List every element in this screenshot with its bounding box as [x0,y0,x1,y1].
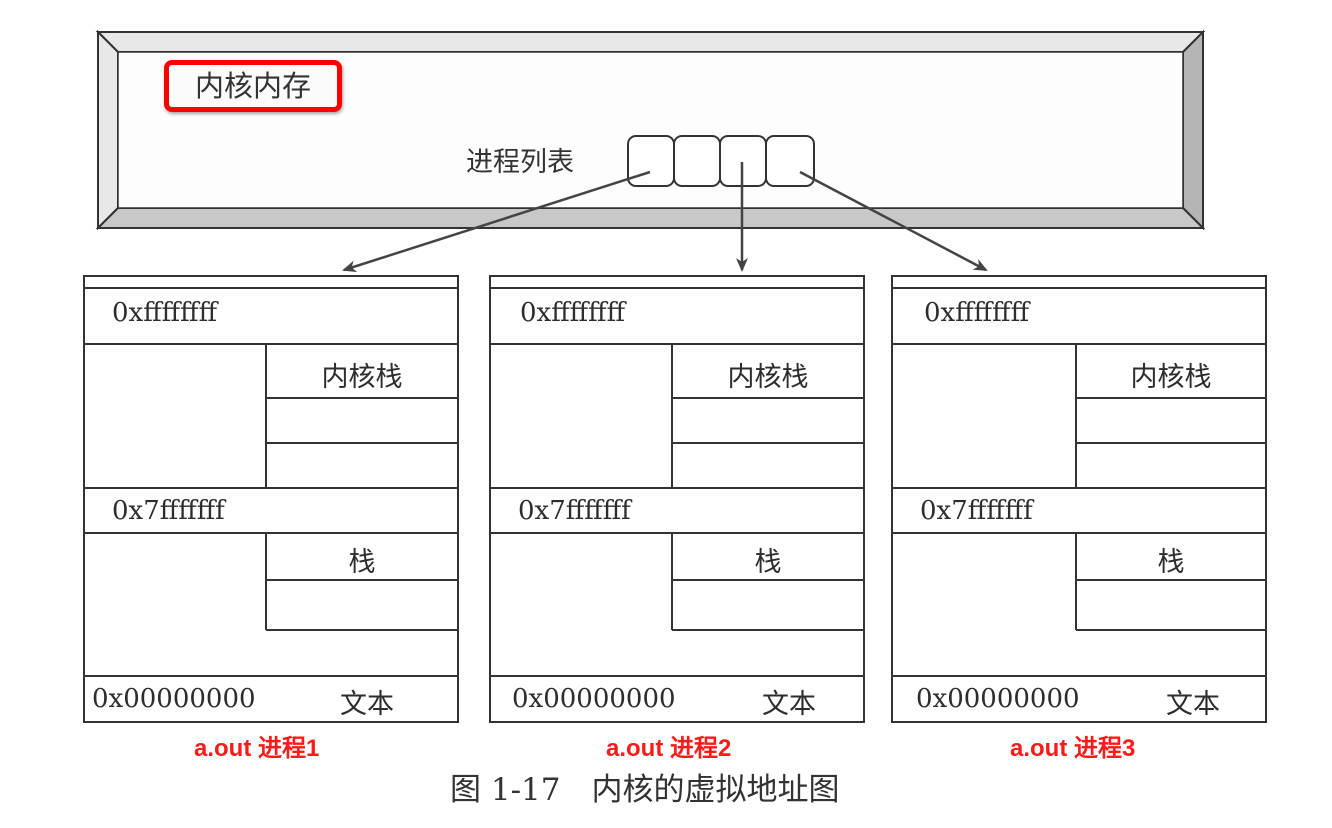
process-label-2: a.out 进程2 [606,735,732,762]
addr-top-3: 0xffffffff [924,298,1030,328]
addr-bottom-2: 0x00000000 [512,684,676,714]
addr-mid-2: 0x7fffffff [518,496,631,526]
process-list-cells [627,135,815,187]
address-space-box-1 [83,275,459,723]
text-segment-1: 文本 [340,689,394,720]
process-list-cell [627,135,675,187]
stack-1: 栈 [348,547,376,578]
addr-bottom-1: 0x00000000 [92,684,256,714]
text-segment-2: 文本 [762,689,816,720]
addr-top-2: 0xffffffff [520,298,626,328]
figure-caption: 图 1-17 内核的虚拟地址图 [450,772,840,808]
addr-mid-3: 0x7fffffff [920,496,1033,526]
stack-3: 栈 [1157,547,1185,578]
addr-bottom-3: 0x00000000 [916,684,1080,714]
process-list-cell [673,135,721,187]
process-list-label: 进程列表 [466,147,574,178]
address-space-box-2 [489,275,865,723]
arrow-to-process-3 [799,170,988,272]
kernel-stack-1: 内核栈 [321,362,403,393]
stack-2: 栈 [754,547,782,578]
addr-top-1: 0xffffffff [112,298,218,328]
address-space-box-3 [891,275,1267,723]
addr-mid-1: 0x7fffffff [112,496,225,526]
kernel-stack-2: 内核栈 [727,362,809,393]
process-label-3: a.out 进程3 [1010,735,1136,762]
process-label-1: a.out 进程1 [194,735,320,762]
kernel-memory-label: 内核内存 [164,60,342,112]
kernel-stack-3: 内核栈 [1130,362,1212,393]
arrow-to-process-1 [342,170,651,273]
text-segment-3: 文本 [1166,689,1220,720]
process-list-cell [765,135,815,187]
